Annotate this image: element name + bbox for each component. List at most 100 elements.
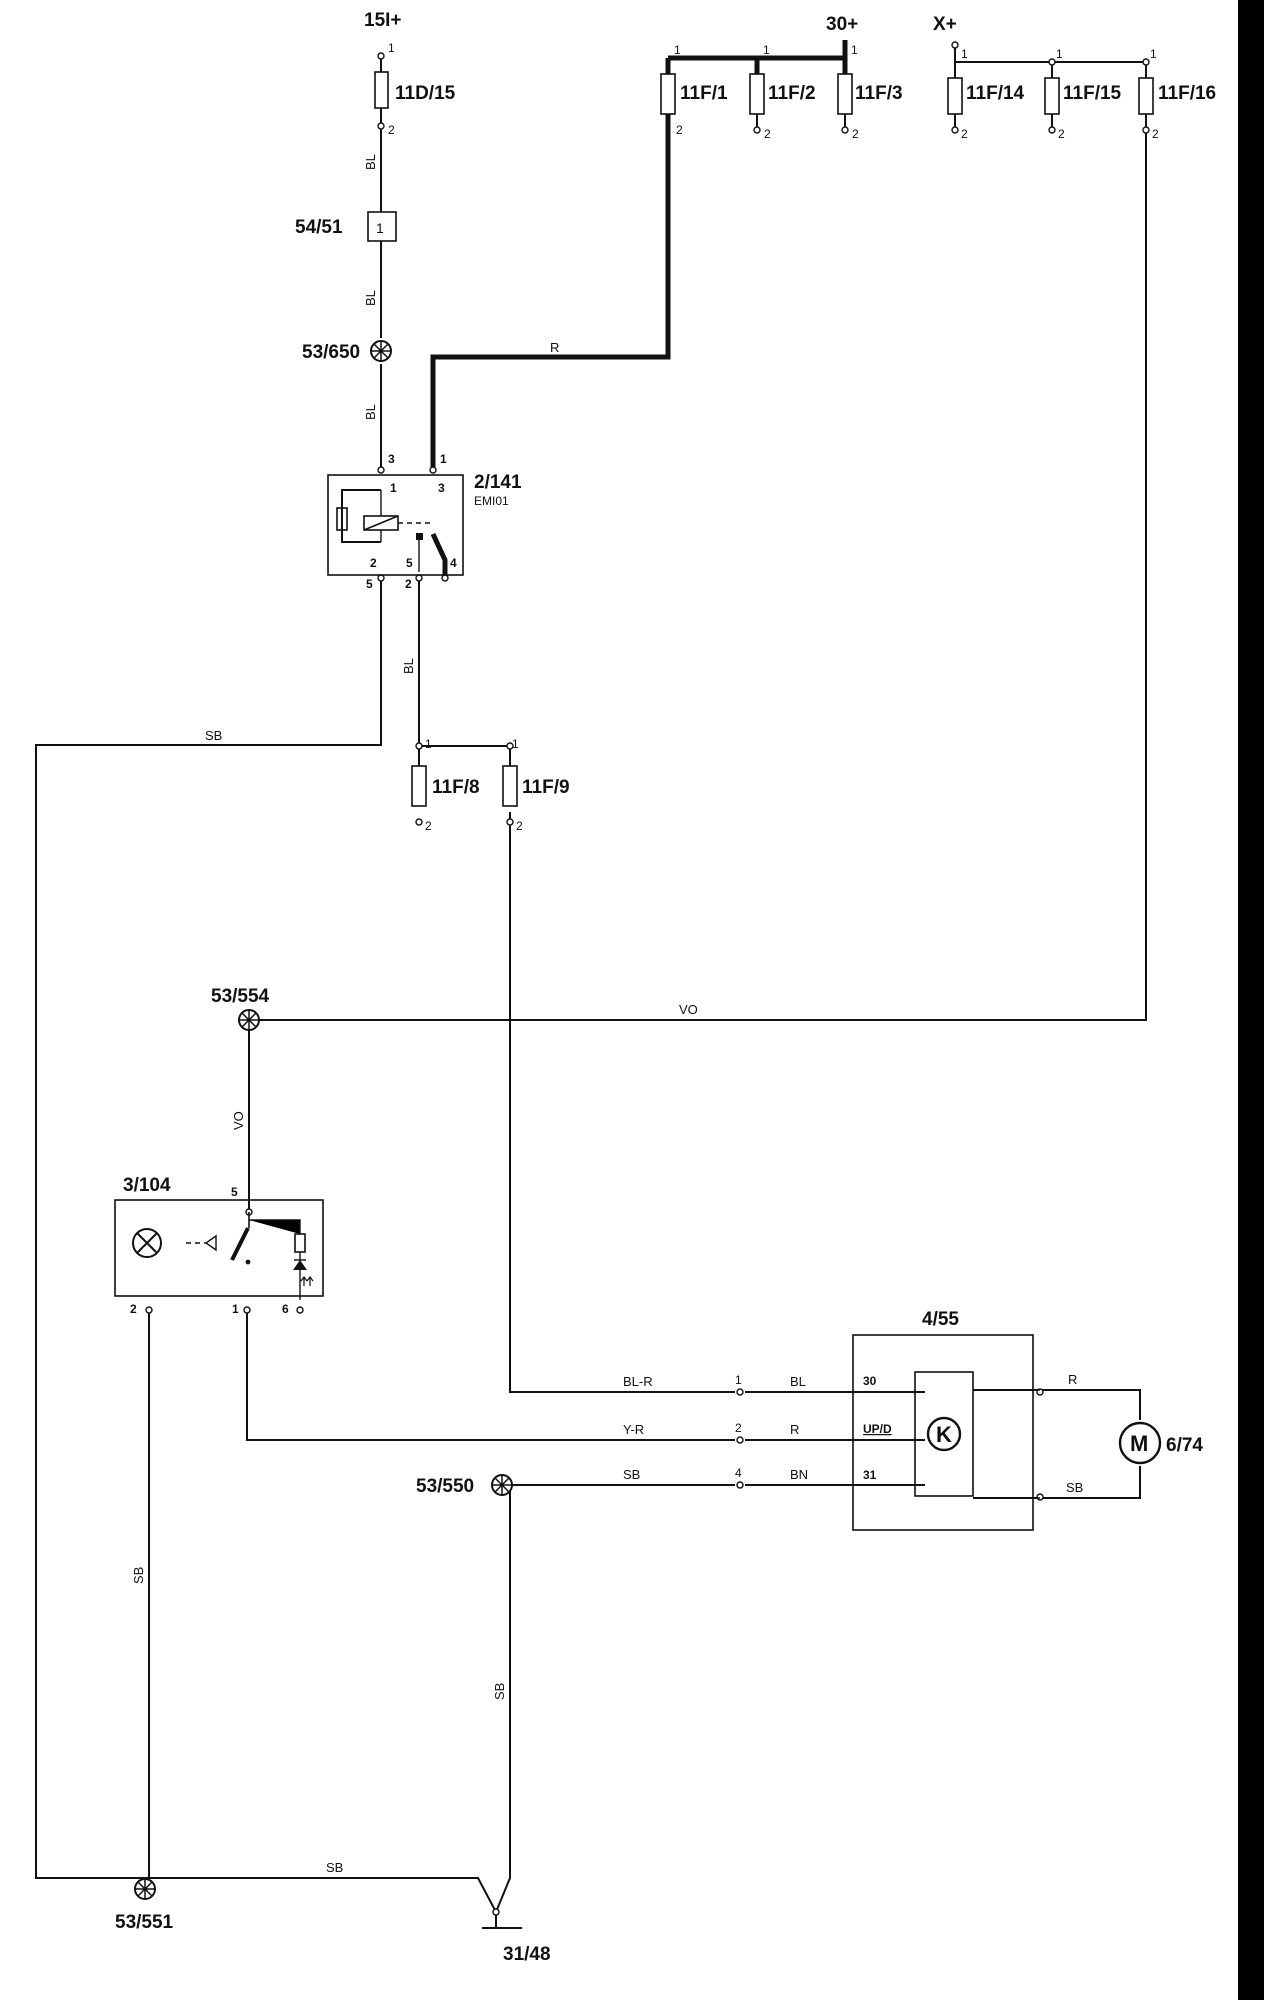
- fuse-11f3-symbol: [837, 73, 853, 115]
- component-54-51-label: 54/51: [295, 217, 343, 238]
- module-4-55: [852, 1334, 1040, 1531]
- pin-number: 6: [282, 1302, 289, 1316]
- pin-number: 4: [450, 556, 457, 570]
- fuse-11f1-label: 11F/1: [680, 83, 728, 104]
- wire-label-bl-2: BL: [363, 290, 378, 306]
- switch-3-104: [114, 1199, 324, 1300]
- wire-label-sb-motor: SB: [1066, 1480, 1083, 1495]
- fuse-11f14-label: 11F/14: [966, 83, 1025, 104]
- supply-x: X+: [933, 14, 957, 35]
- wire-label-r-motor: R: [1068, 1372, 1077, 1387]
- pin-number: 1: [851, 43, 858, 57]
- wiring-diagram: 15I+ 30+ X+ 11D/15 11F/1 11F/2 11F/3 11F…: [35, 10, 1216, 1965]
- switch-3-104-label: 3/104: [123, 1175, 171, 1196]
- pin-number: 2: [516, 819, 523, 833]
- pin-number: 1: [961, 47, 968, 61]
- relay-2-141-label: 2/141: [474, 472, 522, 493]
- pin-number: 3: [388, 452, 395, 466]
- pin-number: 1: [512, 737, 519, 751]
- motor-6-74-label: 6/74: [1166, 1435, 1203, 1456]
- supply-15i: 15I+: [364, 10, 402, 31]
- fuse-11f8-label: 11F/8: [432, 777, 480, 798]
- motor-6-74: [1118, 1421, 1162, 1465]
- pin-number: 3: [438, 481, 445, 495]
- wire-label-sb-mid: SB: [492, 1683, 507, 1700]
- component-54-51: [367, 211, 397, 242]
- fuse-11d15-label: 11D/15: [395, 83, 456, 104]
- fuse-11f2-symbol: [749, 73, 765, 115]
- pin-number: 1: [1150, 47, 1157, 61]
- scan-edge-bar: [1238, 0, 1264, 2000]
- module-4-55-inner: K: [936, 1422, 952, 1447]
- pin-number: 5: [406, 556, 413, 570]
- fuse-11f14-symbol: [947, 77, 963, 115]
- fuse-11f9-label: 11F/9: [522, 777, 570, 798]
- module-4-55-label: 4/55: [922, 1309, 959, 1330]
- pin-number: 2: [370, 556, 377, 570]
- pin-number: 1: [674, 43, 681, 57]
- pin-number: 1: [232, 1302, 239, 1316]
- pin-number: 1: [388, 41, 395, 55]
- fuse-11f2-label: 11F/2: [768, 83, 816, 104]
- component-54-51-inner: 1: [376, 220, 384, 236]
- terminal-dots: [145, 41, 1150, 1916]
- pin-number: 2: [852, 127, 859, 141]
- splice-53-551-label: 53/551: [115, 1912, 174, 1933]
- wire-label-vo-v: VO: [231, 1111, 246, 1130]
- fuse-11f3-label: 11F/3: [855, 83, 903, 104]
- pin-number: 1: [425, 737, 432, 751]
- fuse-11f16-symbol: [1138, 77, 1154, 115]
- wire-label-bl-4: BL: [401, 658, 416, 674]
- splice-53-550-label: 53/550: [416, 1476, 474, 1497]
- wire-label-vo-h: VO: [679, 1002, 698, 1017]
- wire-label-bl-k: BL: [790, 1374, 806, 1389]
- pin-number: 2: [676, 123, 683, 137]
- splice-53-650-label: 53/650: [302, 342, 360, 363]
- fuse-11f16-label: 11F/16: [1158, 83, 1216, 104]
- pin-number: 2: [961, 127, 968, 141]
- pin-number: UP/D: [863, 1422, 892, 1436]
- pin-number: 1: [735, 1373, 742, 1387]
- fuse-11f9-symbol: [502, 765, 518, 807]
- wire-label-sb-left: SB: [131, 1567, 146, 1584]
- pin-number: 1: [763, 43, 770, 57]
- pin-number: 1: [390, 481, 397, 495]
- pin-number: 5: [231, 1185, 238, 1199]
- wire-label-sb-top: SB: [205, 728, 222, 743]
- relay-2-141: [327, 474, 464, 576]
- pin-number: 2: [130, 1302, 137, 1316]
- pin-numbers: 1 2 1 1 1 2 2 2 1 1 1 2 2 2 1 1 2 2 3 1 …: [130, 41, 1159, 1482]
- pin-number: 4: [735, 1466, 742, 1480]
- splice-53-551-symbol: [134, 1878, 156, 1900]
- pin-number: 2: [388, 123, 395, 137]
- pin-number: 2: [405, 577, 412, 591]
- wire-label-bn-k: BN: [790, 1467, 808, 1482]
- wires: [35, 40, 1147, 1929]
- fuse-11f8-symbol: [411, 765, 427, 807]
- wire-label-sb-k: SB: [623, 1467, 640, 1482]
- motor-inner: M: [1130, 1431, 1148, 1456]
- wire-label-r-main: R: [550, 340, 559, 355]
- pin-number: 2: [425, 819, 432, 833]
- relay-2-141-sublabel: EMI01: [474, 494, 509, 508]
- wire-label-bl-3: BL: [363, 404, 378, 420]
- fuses: [374, 71, 1154, 807]
- pin-number: 1: [440, 452, 447, 466]
- splice-53-554-symbol: [238, 1009, 260, 1031]
- pin-number: 1: [1056, 47, 1063, 61]
- pin-number: 2: [735, 1421, 742, 1435]
- wire-label-bl-r: BL-R: [623, 1374, 653, 1389]
- pin-number: 30: [863, 1374, 877, 1388]
- fuse-11d15-symbol: [374, 71, 389, 109]
- fuse-11f1-symbol: [660, 73, 676, 115]
- pin-number: 2: [1152, 127, 1159, 141]
- wire-label-y-r: Y-R: [623, 1422, 644, 1437]
- splice-53-554-label: 53/554: [211, 986, 270, 1007]
- wire-label-bl-1: BL: [363, 154, 378, 170]
- wire-label-sb-bottom: SB: [326, 1860, 343, 1875]
- pin-number: 2: [1058, 127, 1065, 141]
- splice-53-650-symbol: [370, 340, 392, 362]
- pin-number: 5: [366, 577, 373, 591]
- ground-31-48-label: 31/48: [503, 1944, 551, 1965]
- fuse-11f15-label: 11F/15: [1063, 83, 1122, 104]
